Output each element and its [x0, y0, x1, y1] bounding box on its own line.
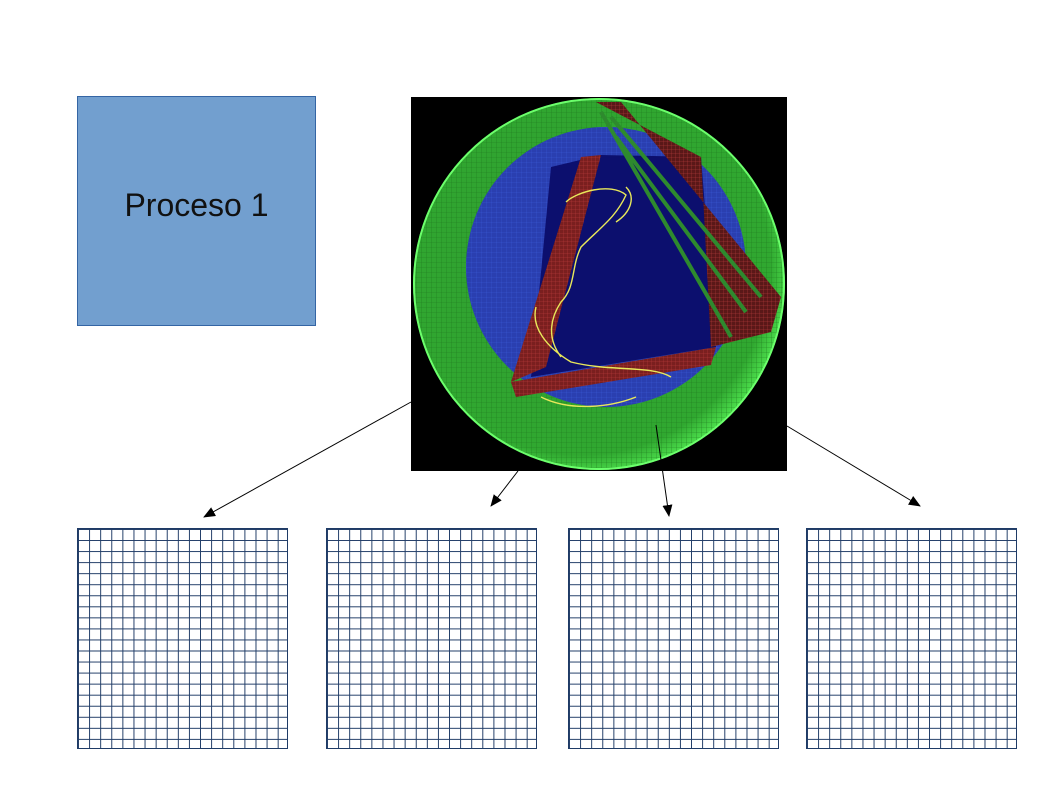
arrow-to-grid-1 — [203, 401, 412, 518]
process-label: Proceso 1 — [124, 186, 269, 223]
arrow-to-grid-2 — [490, 470, 519, 507]
subdomain-grid-2 — [326, 528, 537, 749]
subdomain-grid-3 — [568, 528, 779, 749]
arrow-to-grid-4 — [786, 425, 921, 507]
subdomain-grid-1 — [77, 528, 288, 749]
process-box: Proceso 1 — [77, 96, 316, 326]
coastline — [534, 186, 672, 408]
globe-mesh-image — [411, 97, 787, 471]
subdomain-grid-4 — [806, 528, 1017, 749]
